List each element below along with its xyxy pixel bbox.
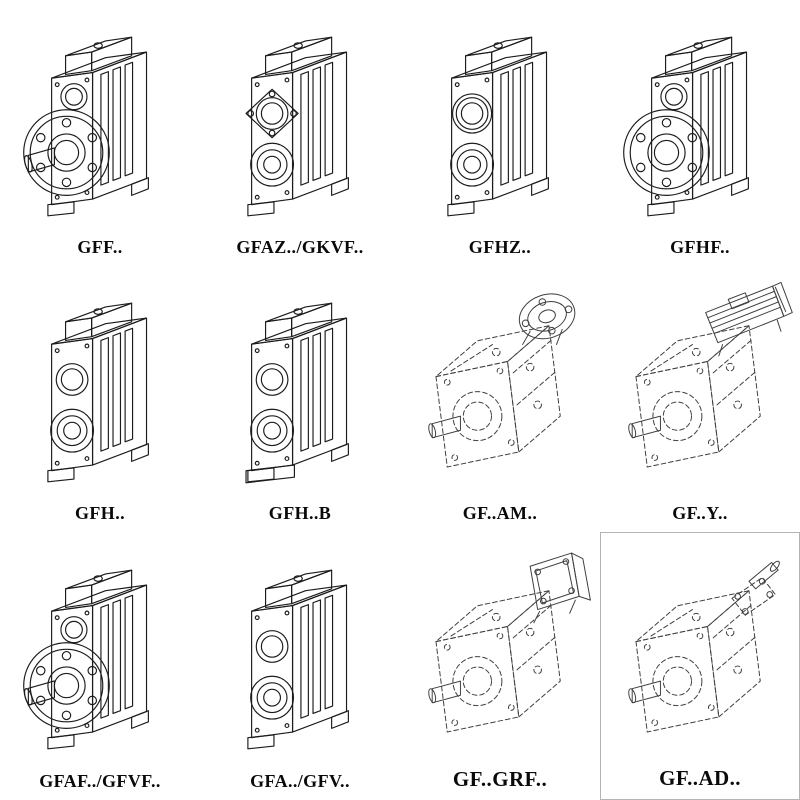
gearbox-flange-hollow-drawing: [623, 36, 749, 216]
product-label: GF..AM..: [462, 503, 538, 523]
product-cell-gfgrf: GF..GRF..: [400, 532, 600, 800]
gearbox-phantom-adapter-flange-drawing: [426, 285, 582, 467]
gearbox-shrink-disc-drawing: [447, 36, 549, 216]
gearbox-phantom-adapter-box-drawing: [426, 552, 591, 732]
gearbox-flange-shaft-drawing: [22, 36, 149, 216]
product-label: GFH..B: [268, 503, 332, 523]
product-label: GF..GRF..: [452, 767, 548, 791]
product-cell-gfhf: GFHF..: [600, 0, 800, 266]
gearbox-flange-shaft-drawing: [22, 569, 149, 749]
product-label: GFHZ..: [468, 237, 532, 257]
gearbox-hollow-shaft-drawing: [47, 302, 149, 482]
product-cell-gfaf: GFAF../GFVF..: [0, 532, 200, 800]
product-label: GF..AD..: [659, 766, 741, 790]
product-cell-gfhb: GFH..B: [200, 266, 400, 532]
product-label: GFA../GFV..: [250, 771, 350, 791]
product-label: GFHF..: [670, 237, 730, 257]
product-cell-gfa: GFA../GFV..: [200, 532, 400, 800]
gearbox-square-flange-drawing: [245, 36, 349, 216]
product-cell-gfam: GF..AM..: [400, 266, 600, 532]
gearbox-hollow-shaft-drawing: [247, 569, 349, 749]
product-cell-gfad: GF..AD..: [600, 532, 800, 800]
product-cell-gfhz: GFHZ..: [400, 0, 600, 266]
product-cell-gfaz: GFAZ../GKVF..: [200, 0, 400, 266]
product-label: GFH..: [75, 503, 125, 523]
product-cell-gfy: GF..Y..: [600, 266, 800, 532]
gearbox-phantom-motor-drawing: [626, 281, 793, 467]
product-label: GF..Y..: [672, 503, 728, 523]
product-cell-gff: GFF..: [0, 0, 200, 266]
gearbox-phantom-input-adapter-drawing: [626, 558, 782, 732]
gearbox-hollow-shaft-base-drawing: [245, 302, 349, 483]
product-cell-gfh: GFH..: [0, 266, 200, 532]
product-label: GFAF../GFVF..: [39, 771, 161, 791]
product-label: GFF..: [77, 237, 123, 257]
product-label: GFAZ../GKVF..: [236, 237, 364, 257]
